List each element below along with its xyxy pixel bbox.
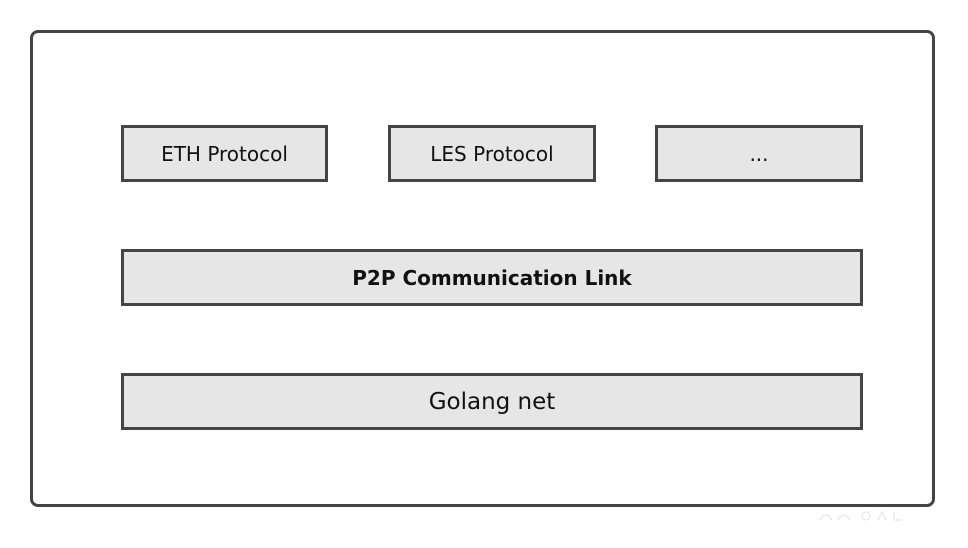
more-protocols-label: ... xyxy=(749,141,769,166)
p2p-link-box: P2P Communication Link xyxy=(121,249,863,306)
eth-protocol-box: ETH Protocol xyxy=(121,125,328,182)
les-protocol-label: LES Protocol xyxy=(430,141,554,166)
eth-protocol-label: ETH Protocol xyxy=(161,141,288,166)
les-protocol-box: LES Protocol xyxy=(388,125,596,182)
p2p-link-label: P2P Communication Link xyxy=(352,265,632,290)
more-protocols-box: ... xyxy=(655,125,863,182)
golang-net-label: Golang net xyxy=(428,388,556,415)
watermark-logo xyxy=(819,510,902,521)
golang-net-box: Golang net xyxy=(121,373,863,430)
